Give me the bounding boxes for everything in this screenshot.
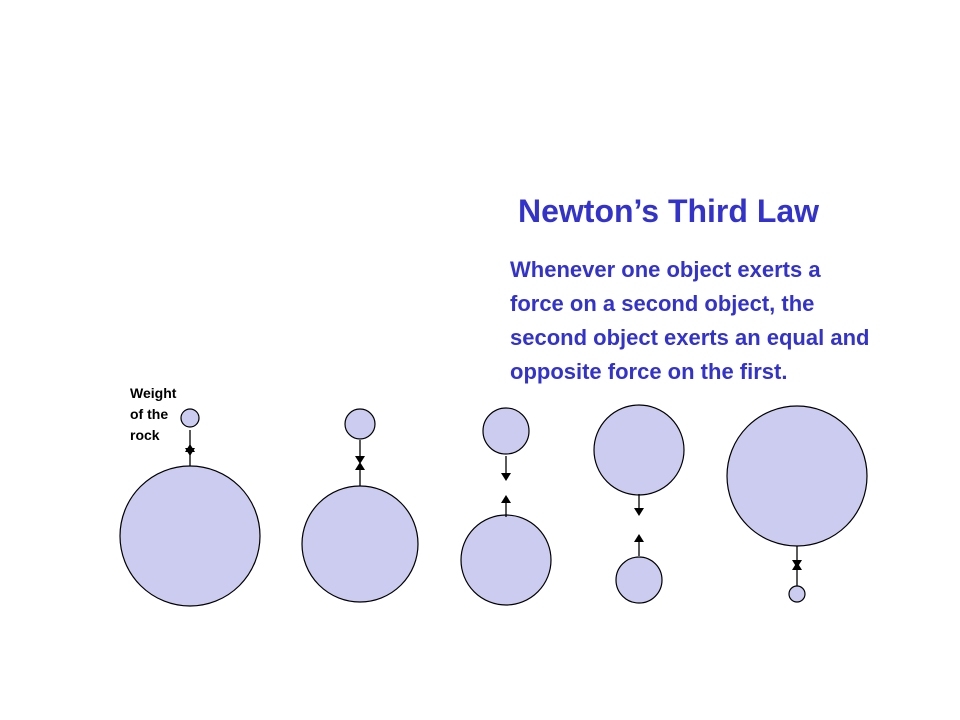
planet-4 — [615, 556, 663, 604]
force-pair-2 — [301, 408, 419, 603]
rock-3 — [482, 407, 530, 455]
weight-label-line-3: rock — [130, 427, 160, 443]
force-pair-5 — [726, 405, 868, 603]
weight-of-rock-label: Weight of the rock — [130, 383, 176, 446]
rock-1 — [180, 408, 200, 428]
rock-2 — [344, 408, 376, 440]
planet-3 — [460, 514, 552, 606]
slide-title: Newton’s Third Law — [518, 193, 820, 229]
force-pair-1 — [119, 408, 261, 607]
definition-line-2: force on a second object, the — [510, 291, 815, 316]
definition-line-3: second object exerts an equal and — [510, 325, 870, 350]
force-pair-4 — [593, 404, 685, 604]
definition-line-4: opposite force on the first. — [510, 359, 788, 384]
force-pair-3 — [460, 407, 552, 606]
planet-5 — [788, 585, 806, 603]
rock-5 — [726, 405, 868, 547]
rock-4 — [593, 404, 685, 496]
weight-label-line-2: of the — [130, 406, 169, 422]
weight-label-line-1: Weight — [130, 385, 177, 401]
planet-2 — [301, 485, 419, 603]
planet-1 — [119, 465, 261, 607]
law-definition: Whenever one object exerts a force on a … — [510, 253, 955, 389]
definition-line-1: Whenever one object exerts a — [510, 257, 821, 282]
